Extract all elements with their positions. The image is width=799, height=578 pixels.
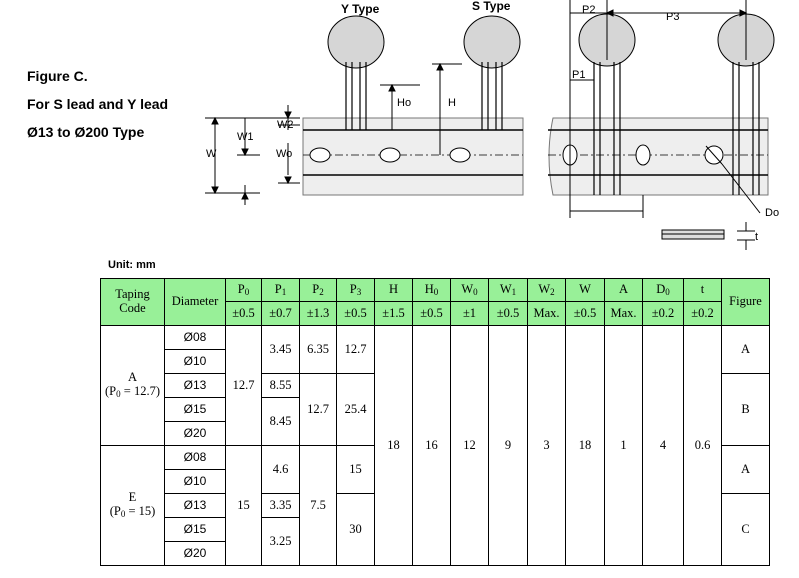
header-t: t — [683, 278, 722, 302]
unit-label: Unit: mm — [108, 259, 156, 271]
tol-w2: Max. — [527, 301, 566, 326]
wo-label: Wo — [276, 148, 292, 160]
a-p2: 6.35 — [299, 325, 337, 374]
tol-w: ±0.5 — [565, 301, 605, 326]
e-p1: 4.6 — [261, 445, 300, 494]
tol-h: ±1.5 — [374, 301, 413, 326]
h-label: H — [448, 97, 456, 109]
tape-body-left — [302, 117, 524, 196]
y-type-label: Y Type — [341, 2, 380, 16]
ho-label: Ho — [397, 97, 411, 109]
val-d0: 4 — [642, 325, 684, 566]
tol-p0: ±0.5 — [225, 301, 262, 326]
figure-title: Figure C. — [27, 68, 88, 84]
tol-p3: ±0.5 — [336, 301, 375, 326]
taping-code-e: E(P0 = 15) — [100, 445, 165, 566]
feed-hole — [635, 144, 651, 166]
a-p0: 12.7 — [225, 325, 262, 446]
a-p1: 8.55 — [261, 373, 300, 398]
e-p1: 3.35 — [261, 493, 300, 518]
diameter-cell: Ø08 — [164, 445, 226, 470]
tol-t: ±0.2 — [683, 301, 722, 326]
a-p1: 3.45 — [261, 325, 300, 374]
a-p3: 25.4 — [336, 373, 375, 446]
taping-drawing: Y Type S Type P2 P3 P1 Ho H W2 W1 W Wo D… — [205, 0, 779, 250]
header-w: W — [565, 278, 605, 302]
diameter-cell: Ø10 — [164, 469, 226, 494]
diameter-cell: Ø08 — [164, 325, 226, 350]
header-p1: P1 — [261, 278, 300, 302]
val-w: 18 — [565, 325, 605, 566]
a-p3: 12.7 — [336, 325, 375, 374]
header-p3: P3 — [336, 278, 375, 302]
header-w0: W0 — [450, 278, 489, 302]
feed-hole — [379, 147, 401, 163]
e-p3: 30 — [336, 493, 375, 566]
a-p1: 8.45 — [261, 397, 300, 446]
tol-p1: ±0.7 — [261, 301, 300, 326]
figure-cell: B — [721, 373, 770, 446]
e-p1: 3.25 — [261, 517, 300, 566]
p2-label: P2 — [582, 4, 595, 16]
val-h: 18 — [374, 325, 413, 566]
w-label: W — [206, 148, 217, 160]
feed-hole — [449, 147, 471, 163]
p1-label: P1 — [572, 69, 585, 81]
tol-d0: ±0.2 — [642, 301, 684, 326]
e-p3: 15 — [336, 445, 375, 494]
w2-label: W2 — [277, 119, 294, 131]
s-type-capacitor — [463, 15, 521, 69]
diameter-cell: Ø15 — [164, 397, 226, 422]
val-w1: 9 — [488, 325, 528, 566]
figure-subtitle: For S lead and Y lead — [27, 96, 169, 112]
feed-hole — [309, 147, 331, 163]
header-w2: W2 — [527, 278, 566, 302]
header-d0: D0 — [642, 278, 684, 302]
header-w1: W1 — [488, 278, 528, 302]
y-type-capacitor — [327, 15, 385, 69]
taping-code-a: A(P0 = 12.7) — [100, 325, 165, 446]
val-h0: 16 — [412, 325, 451, 566]
header-p0: P0 — [225, 278, 262, 302]
tol-w1: ±0.5 — [488, 301, 528, 326]
e-p2: 7.5 — [299, 445, 337, 566]
val-w2: 3 — [527, 325, 566, 566]
diameter-cell: Ø15 — [164, 517, 226, 542]
val-w0: 12 — [450, 325, 489, 566]
t-label: t — [755, 231, 758, 243]
figure-cell: C — [721, 493, 770, 566]
val-a: 1 — [604, 325, 643, 566]
s-type-label: S Type — [472, 0, 511, 13]
diameter-cell: Ø13 — [164, 493, 226, 518]
tol-a: Max. — [604, 301, 643, 326]
diameter-cell: Ø13 — [164, 373, 226, 398]
diameter-cell: Ø20 — [164, 541, 226, 566]
figure-range: Ø13 to Ø200 Type — [27, 124, 145, 140]
header-a: A — [604, 278, 643, 302]
figure-cell: A — [721, 325, 770, 374]
do-label: Do — [765, 207, 779, 219]
header-p2: P2 — [299, 278, 337, 302]
w1-label: W1 — [237, 131, 254, 143]
a-p2: 12.7 — [299, 373, 337, 446]
tol-w0: ±1 — [450, 301, 489, 326]
header-h: H — [374, 278, 413, 302]
e-p0: 15 — [225, 445, 262, 566]
p3-label: P3 — [666, 11, 679, 23]
header-h0: H0 — [412, 278, 451, 302]
tol-h0: ±0.5 — [412, 301, 451, 326]
diameter-cell: Ø10 — [164, 349, 226, 374]
diameter-cell: Ø20 — [164, 421, 226, 446]
header-diameter: Diameter — [164, 278, 226, 326]
header-figure: Figure — [721, 278, 770, 326]
val-t: 0.6 — [683, 325, 722, 566]
figure-cell: A — [721, 445, 770, 494]
tol-p2: ±1.3 — [299, 301, 337, 326]
